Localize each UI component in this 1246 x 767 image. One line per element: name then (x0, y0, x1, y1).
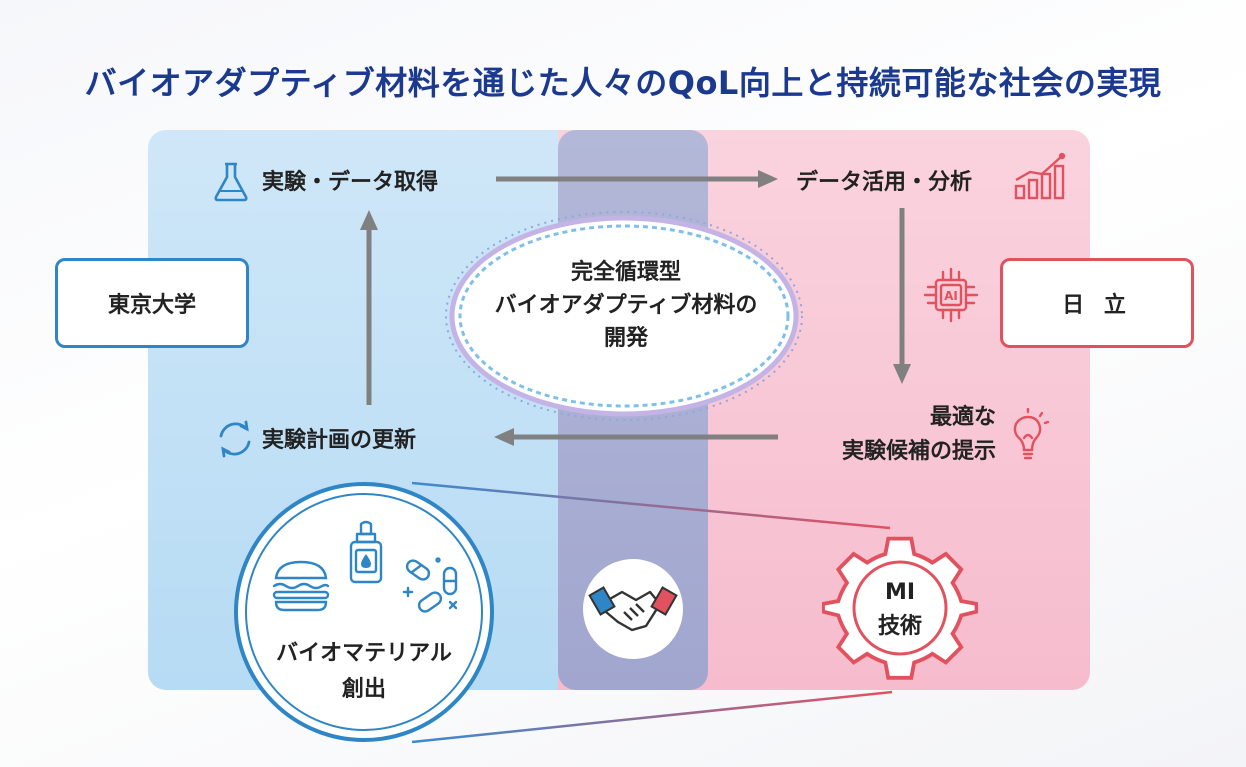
ai-chip-icon: AI (923, 267, 979, 323)
page-title: バイオアダプティブ材料を通じた人々のQoL向上と持続可能な社会の実現 (84, 64, 1162, 102)
step-proposal-line1: 最適な (929, 405, 996, 430)
step-proposal-line2: 実験候補の提示 (841, 439, 996, 464)
refresh-icon (219, 420, 251, 458)
lower-connector-line (411, 690, 893, 744)
center-line2: バイオアダプティブ材料の (494, 293, 758, 318)
center-line3: 開発 (603, 326, 648, 351)
flask-icon (214, 162, 248, 202)
mi-line2: 技術 (877, 614, 922, 639)
center-line1: 完全循環型 (570, 260, 681, 285)
lightbulb-icon (1013, 408, 1050, 460)
dropper-bottle-icon (349, 520, 383, 584)
mi-technology-label: MI 技術 (850, 576, 950, 644)
step-update: 実験計画の更新 (262, 428, 417, 453)
biomaterial-line1: バイオマテリアル (276, 641, 452, 666)
biomaterial-line2: 創出 (341, 677, 386, 702)
step-analysis: データ活用・分析 (796, 170, 973, 195)
mi-line1: MI (884, 580, 916, 605)
university-box: 東京大学 (55, 258, 249, 348)
center-concept: 完全循環型 バイオアダプティブ材料の 開発 (476, 256, 776, 355)
step-experiment: 実験・データ取得 (262, 170, 439, 195)
handshake-icon (583, 559, 683, 659)
dna-frame (445, 211, 803, 421)
arrowhead-up (360, 210, 378, 230)
svg-text:AI: AI (944, 289, 958, 303)
arrowhead-down (893, 364, 911, 384)
biomaterial-circle (234, 482, 494, 742)
hitachi-box: 日 立 (1000, 258, 1194, 348)
arrowhead-left (494, 428, 514, 446)
biomaterial-label: バイオマテリアル 創出 (262, 636, 466, 708)
pills-icon (402, 557, 458, 613)
burger-icon (272, 560, 330, 612)
gear-icon (822, 536, 978, 680)
bar-chart-icon (1014, 152, 1066, 200)
arrowhead-right (758, 170, 778, 188)
upper-connector-line (411, 481, 891, 530)
